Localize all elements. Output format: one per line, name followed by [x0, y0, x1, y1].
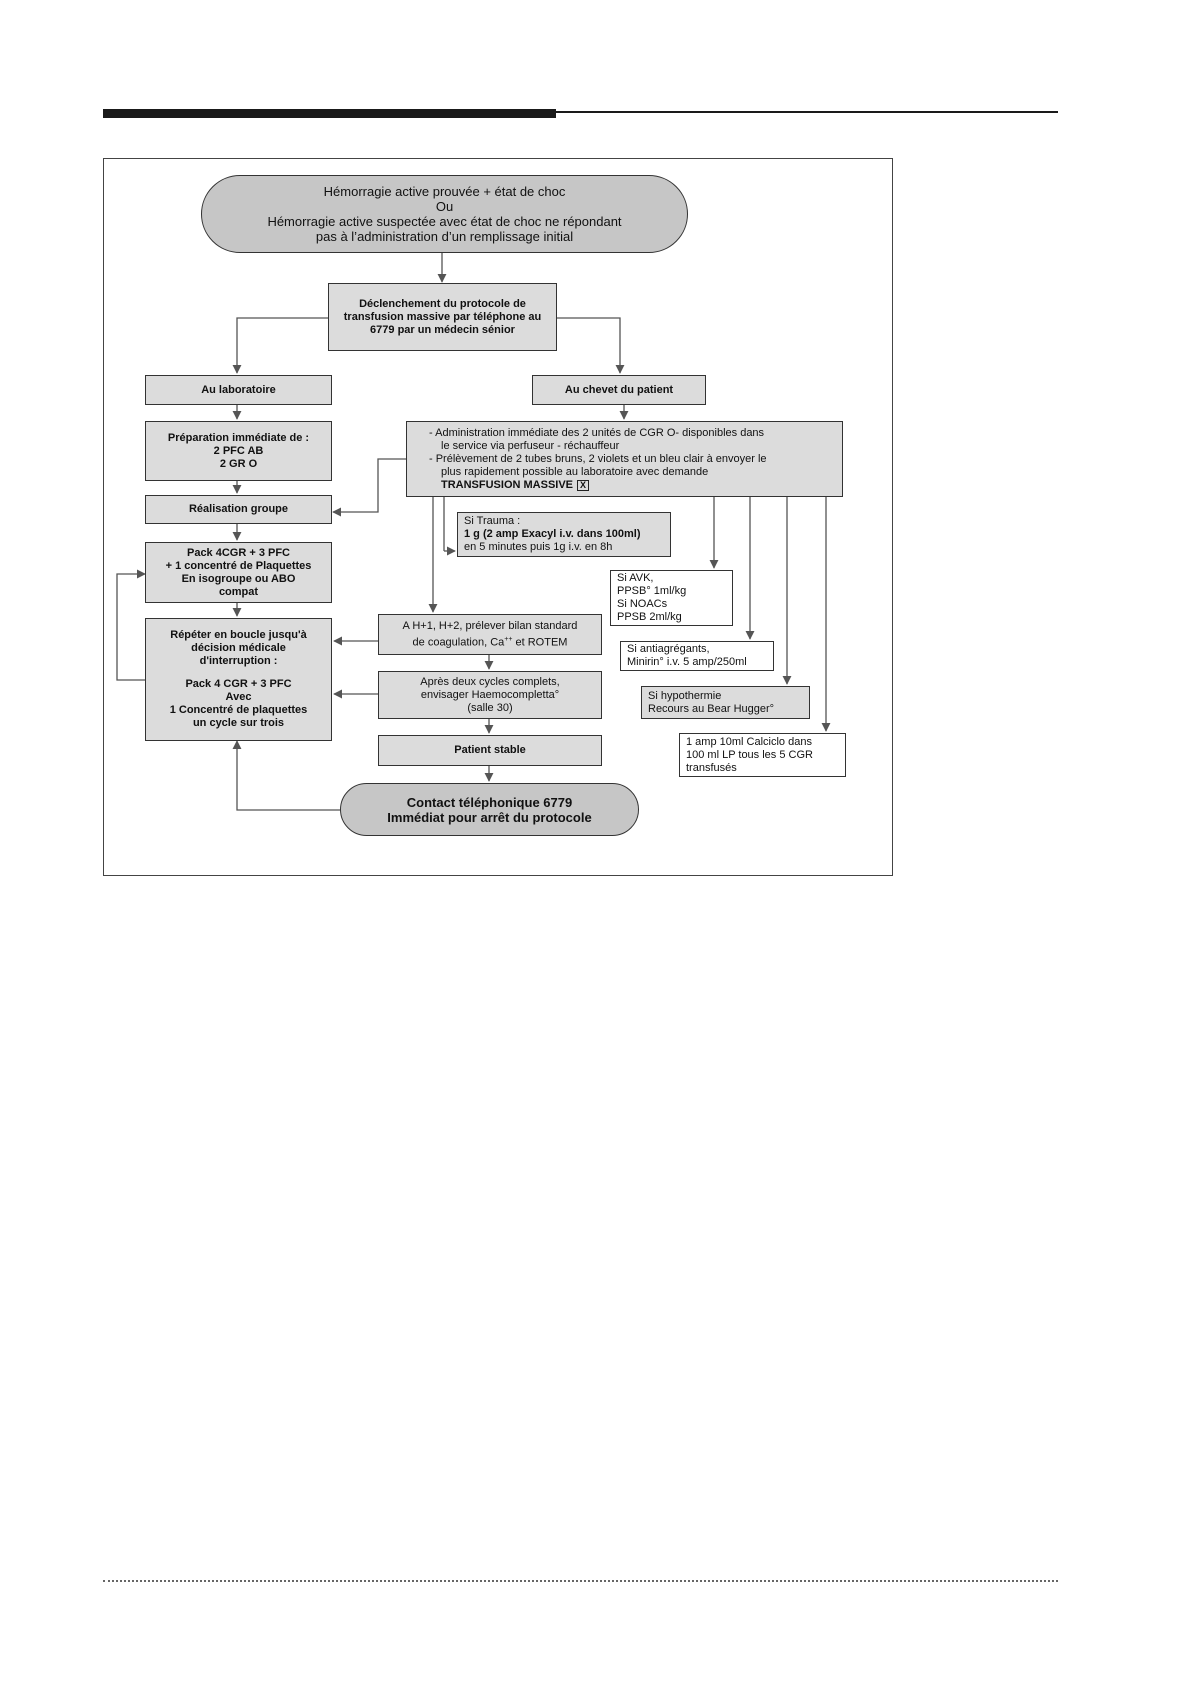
hypo-line1: Si hypothermie	[648, 689, 722, 702]
trigger-line1: Déclenchement du protocole de	[359, 297, 526, 310]
haemocomplettan-box: Après deux cycles complets, envisager Ha…	[378, 671, 602, 719]
header-rule-thick	[103, 109, 556, 118]
end-line1: Contact téléphonique 6779	[406, 794, 573, 810]
coag-line2-pre: de coagulation, Ca	[412, 636, 505, 649]
lab-group: Réalisation groupe	[188, 503, 289, 515]
lab-prep-line1: Préparation immédiate de :	[167, 431, 310, 444]
avk-line2: PPSB° 1ml/kg	[617, 585, 687, 597]
calcium-box: 1 amp 10ml Calciclo dans 100 ml LP tous …	[679, 733, 846, 777]
avk-box: Si AVK, PPSB° 1ml/kg Si NOACs PPSB 2ml/k…	[610, 570, 733, 626]
coag-line2-post: et ROTEM	[512, 636, 568, 649]
coagulation-box: A H+1, H+2, prélever bilan standard de c…	[378, 614, 602, 655]
massive-transfusion-checkbox: X	[577, 479, 590, 491]
bedside-admin-box: - Administration immédiate des 2 unités …	[406, 421, 843, 497]
lab-pack-line2: + 1 concentré de Plaquettes	[165, 559, 312, 572]
haemo-line3: (salle 30)	[467, 701, 513, 714]
admin-bullet2c: TRANSFUSION MASSIVE	[441, 478, 574, 491]
lab-repeat-line6: 1 Concentré de plaquettes	[169, 704, 308, 716]
start-line3: Hémorragie active suspectée avec état de…	[267, 214, 622, 229]
calcium-line1: 1 amp 10ml Calciclo dans	[686, 735, 812, 748]
trauma-line3: en 5 minutes puis 1g i.v. en 8h	[464, 541, 613, 553]
trauma-line2: 1 g (2 amp Exacyl i.v. dans 100ml)	[464, 528, 641, 540]
coag-line2-sup: ++	[504, 635, 513, 643]
start-line4: pas à l’administration d’un remplissage …	[315, 229, 574, 244]
bedside-header: Au chevet du patient	[564, 383, 674, 396]
admin-bullet1a: - Administration immédiate des 2 unités …	[429, 426, 765, 439]
haemo-line2: envisager Haemocompletta°	[420, 688, 560, 701]
lab-pack-line1: Pack 4CGR + 3 PFC	[186, 546, 291, 559]
end-contact-oval: Contact téléphonique 6779 Immédiat pour …	[340, 783, 639, 836]
avk-line1: Si AVK,	[617, 572, 654, 584]
start-line2: Ou	[435, 199, 454, 214]
admin-bullet2b: plus rapidement possible au laboratoire …	[441, 465, 709, 478]
lab-repeat-line5: Avec	[225, 691, 252, 703]
lab-pack-box: Pack 4CGR + 3 PFC + 1 concentré de Plaqu…	[145, 542, 332, 603]
start-condition-oval: Hémorragie active prouvée + état de choc…	[201, 175, 688, 253]
header-rule-thin	[556, 111, 1058, 113]
antiag-line2: Minirin° i.v. 5 amp/250ml	[627, 656, 747, 668]
lab-prep-line2: 2 PFC AB	[213, 444, 264, 457]
lab-group-box: Réalisation groupe	[145, 495, 332, 524]
trigger-line3: 6779 par un médecin sénior	[370, 323, 515, 336]
lab-prep-line3: 2 GR O	[219, 457, 258, 470]
end-line2: Immédiat pour arrêt du protocole	[387, 809, 592, 825]
avk-line4: PPSB 2ml/kg	[617, 611, 682, 623]
trigger-line2: transfusion massive par téléphone au	[343, 310, 542, 323]
patient-stable: Patient stable	[454, 744, 526, 756]
lab-repeat-box: Répéter en boucle jusqu'à décision médic…	[145, 618, 332, 741]
lab-repeat-line1: Répéter en boucle jusqu'à	[170, 629, 307, 641]
antiag-line1: Si antiagrégants,	[627, 643, 710, 655]
bedside-header-box: Au chevet du patient	[532, 375, 706, 405]
lab-header: Au laboratoire	[201, 383, 276, 396]
patient-stable-box: Patient stable	[378, 735, 602, 766]
trauma-line1: Si Trauma :	[464, 515, 521, 527]
trigger-protocol-box: Déclenchement du protocole de transfusio…	[328, 283, 557, 351]
lab-prep-box: Préparation immédiate de : 2 PFC AB 2 GR…	[145, 421, 332, 481]
avk-line3: Si NOACs	[617, 598, 668, 610]
trauma-box: Si Trauma : 1 g (2 amp Exacyl i.v. dans …	[457, 512, 671, 557]
calcium-line2: 100 ml LP tous les 5 CGR	[686, 748, 813, 761]
lab-pack-line3: En isogroupe ou ABO	[181, 572, 296, 585]
calcium-line3: transfusés	[686, 761, 737, 774]
lab-repeat-line7: un cycle sur trois	[192, 717, 285, 729]
lab-repeat-line4: Pack 4 CGR + 3 PFC	[185, 678, 292, 690]
flowchart-frame	[103, 158, 893, 876]
coag-line2-row: de coagulation, Ca++ et ROTEM	[413, 633, 568, 650]
lab-repeat-line2: décision médicale	[191, 642, 286, 654]
coag-line1: A H+1, H+2, prélever bilan standard	[402, 619, 578, 632]
admin-bullet2a: - Prélèvement de 2 tubes bruns, 2 violet…	[429, 452, 767, 465]
lab-header-box: Au laboratoire	[145, 375, 332, 405]
admin-bullet1b: le service via perfuseur - réchauffeur	[441, 439, 620, 452]
hypo-line2: Recours au Bear Hugger°	[648, 702, 775, 715]
haemo-line1: Après deux cycles complets,	[420, 675, 560, 688]
antiagregants-box: Si antiagrégants, Minirin° i.v. 5 amp/25…	[620, 641, 774, 671]
start-line1: Hémorragie active prouvée + état de choc	[323, 184, 566, 199]
footer-rule-dotted	[103, 1580, 1058, 1582]
hypothermia-box: Si hypothermie Recours au Bear Hugger°	[641, 686, 810, 719]
lab-repeat-line3: d'interruption :	[199, 655, 278, 667]
lab-pack-line4: compat	[218, 585, 259, 598]
